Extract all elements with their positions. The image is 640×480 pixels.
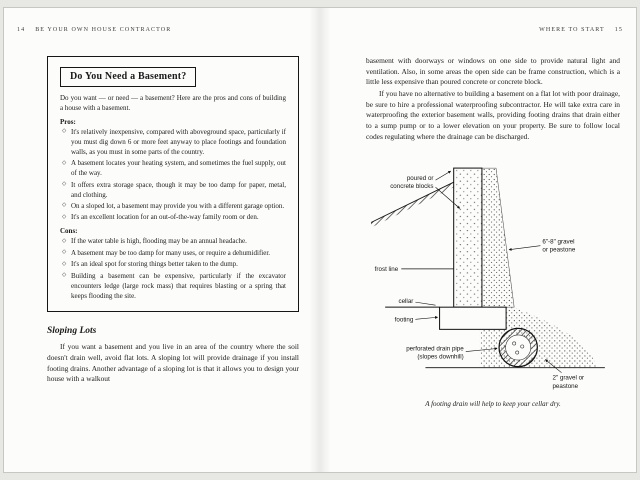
leader-footing (415, 316, 439, 320)
pros-item-text: A basement locates your heating system, … (71, 159, 286, 178)
running-header-right: WHERE TO START 15 (344, 27, 623, 33)
running-header-left: 14 BE YOUR OWN HOUSE CONTRACTOR (17, 27, 296, 33)
label-poured-concrete-line1: poured or (407, 175, 434, 182)
label-drain-pipe-line1: perforated drain pipe (406, 346, 464, 353)
grade-line (370, 182, 454, 224)
pros-item: ◇ It offers extra storage space, though i… (62, 181, 286, 201)
leader-pipe (465, 347, 498, 353)
pros-item: ◇ It's relatively inexpensive, compared w… (62, 128, 286, 158)
pros-item-text: It offers extra storage space, though it… (71, 180, 286, 199)
sloping-lots-paragraph: If you want a basement and you live in a… (47, 342, 299, 384)
cons-item: ◇ If the water table is high, flooding ma… (62, 237, 286, 247)
pros-item: ◇ On a sloped lot, a basement may provide… (62, 202, 286, 212)
label-poured-concrete-line2: concrete blocks (390, 183, 433, 190)
cons-item-text: Building a basement can be expensive, pa… (71, 271, 286, 300)
book-spread: 14 BE YOUR OWN HOUSE CONTRACTOR Do You N… (3, 7, 637, 473)
label-footing: footing (395, 317, 414, 324)
page-right: WHERE TO START 15 basement with doorways… (320, 8, 636, 472)
footing-shape (439, 306, 507, 331)
grade-hatch-shape (371, 182, 454, 228)
page-number-left: 14 (17, 27, 26, 33)
pipe-hole-icon (515, 350, 520, 355)
label-gravel-top-line2: or peastone (542, 247, 575, 254)
footing-drain-diagram: poured or concrete blocks 6"-8" gravel o… (367, 158, 619, 392)
label-gravel-bottom-line1: 2" gravel or (552, 375, 584, 382)
body-paragraph-2: If you have no alternative to building a… (366, 88, 620, 141)
box-intro: Do you want — or need — a basement? Here… (60, 94, 286, 112)
pros-item-text: It's relatively inexpensive, compared wi… (71, 127, 286, 156)
cons-label: Cons: (60, 227, 78, 236)
leader-blocks-mid (435, 187, 461, 209)
running-title-left: BE YOUR OWN HOUSE CONTRACTOR (35, 27, 172, 33)
diamond-bullet-icon: ◇ (62, 237, 67, 244)
diamond-bullet-icon: ◇ (62, 128, 67, 135)
diamond-bullet-icon: ◇ (62, 213, 67, 220)
diamond-bullet-icon: ◇ (62, 181, 67, 188)
diamond-bullet-icon: ◇ (62, 260, 67, 267)
cons-item-text: It's an ideal spot for storing things be… (71, 260, 238, 269)
diamond-bullet-icon: ◇ (62, 272, 67, 279)
cons-item-text: A basement may be too damp for many uses… (71, 248, 271, 257)
pros-item: ◇ A basement locates your heating system,… (62, 159, 286, 179)
label-gravel-top-line1: 6"-8" gravel (542, 239, 574, 246)
pros-item-text: On a sloped lot, a basement may provide … (71, 201, 285, 210)
gravel-backfill-shape (481, 168, 515, 308)
pros-item-text: It's an excellent location for an out-of… (71, 213, 259, 222)
footing-drain-diagram-svg: poured or concrete blocks 6"-8" gravel o… (370, 167, 605, 390)
basement-box: Do You Need a Basement? Do you want — or… (47, 56, 299, 313)
leader-cellar (415, 302, 436, 306)
cons-item: ◇ It's an ideal spot for storing things b… (62, 260, 286, 270)
diamond-bullet-icon: ◇ (62, 202, 67, 209)
leader-gravel-bottom (545, 359, 562, 374)
leader-gravel-top (508, 245, 541, 252)
section-heading-sloping-lots: Sloping Lots (47, 326, 97, 337)
body-paragraph-1: basement with doorways or windows on one… (366, 56, 620, 87)
cons-item: ◇ Building a basement can be expensive, p… (62, 272, 286, 302)
page-number-right: 15 (614, 27, 623, 33)
box-title: Do You Need a Basement? (60, 67, 197, 87)
left-content-column: Do You Need a Basement? Do you want — or… (47, 56, 299, 385)
diamond-bullet-icon: ◇ (62, 249, 67, 256)
cons-item: ◇ A basement may be too damp for many use… (62, 249, 286, 259)
right-content-column: basement with doorways or windows on one… (366, 56, 620, 408)
pros-label: Pros: (60, 117, 76, 126)
pros-item: ◇ It's an excellent location for an out-o… (62, 213, 286, 223)
label-frost-line: frost line (375, 266, 399, 273)
diamond-bullet-icon: ◇ (62, 159, 67, 166)
cons-item-text: If the water table is high, flooding may… (71, 237, 247, 246)
page-left: 14 BE YOUR OWN HOUSE CONTRACTOR Do You N… (4, 8, 320, 472)
drain-pipe-inner-shape (505, 334, 532, 361)
pipe-hole-icon (512, 341, 517, 346)
diagram-caption: A footing drain will help to keep your c… (425, 400, 561, 409)
cons-list: ◇ If the water table is high, flooding ma… (60, 237, 286, 301)
pros-list: ◇ It's relatively inexpensive, compared w… (60, 128, 286, 223)
leader-blocks-top (435, 171, 452, 181)
basement-wall-shape (453, 167, 483, 308)
pipe-hole-icon (520, 344, 525, 349)
label-drain-pipe-line2: (slopes downhill) (417, 354, 463, 361)
running-title-right: WHERE TO START (539, 27, 605, 33)
label-cellar: cellar (398, 298, 413, 305)
label-gravel-bottom-line2: peastone (552, 383, 578, 390)
